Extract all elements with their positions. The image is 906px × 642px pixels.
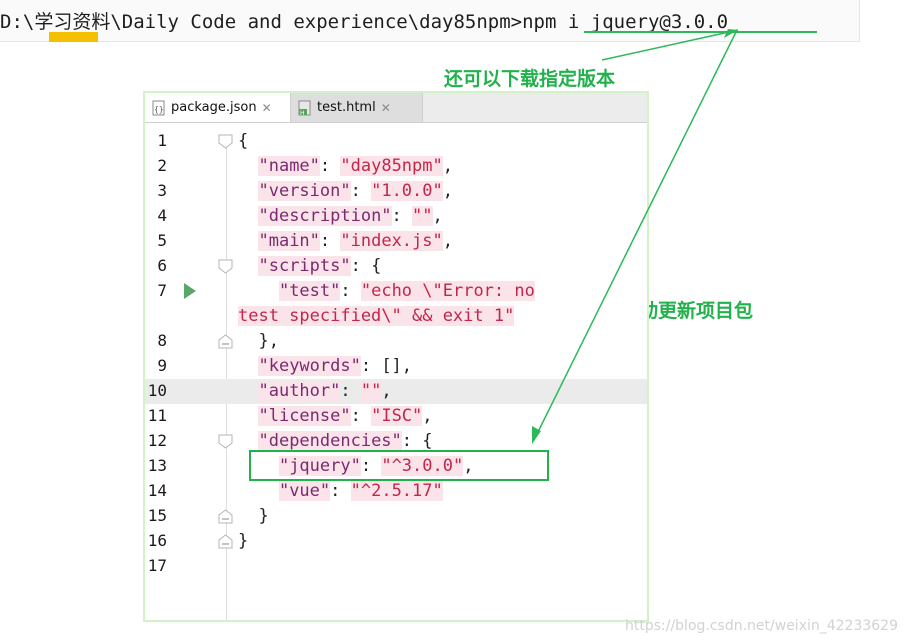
watermark: https://blog.csdn.net/weixin_42233629 <box>624 618 898 634</box>
code-text: "name": "day85npm", <box>258 156 453 176</box>
command-underline <box>584 31 817 33</box>
line-number: 1 <box>157 131 167 150</box>
line-number: 8 <box>157 331 167 350</box>
fold-open-icon[interactable] <box>218 134 233 149</box>
code-text: "main": "index.js", <box>258 231 453 251</box>
run-icon[interactable] <box>184 283 196 299</box>
code-line: 8 }, <box>145 329 647 354</box>
code-text: "dependencies": { <box>258 431 433 451</box>
line-number: 11 <box>147 406 167 425</box>
editor-window: {} package.json ✕ H test.html ✕ 1 { 2 "n… <box>143 91 649 622</box>
code-line: 17 <box>145 554 647 579</box>
json-file-icon: {} <box>151 100 167 116</box>
code-line: 12 "dependencies": { <box>145 429 647 454</box>
code-line: 16 } <box>145 529 647 554</box>
code-line: 4 "description": "", <box>145 204 647 229</box>
tab-test-html[interactable]: H test.html ✕ <box>291 93 423 122</box>
line-number: 7 <box>157 281 167 300</box>
code-line: 14 "vue": "^2.5.17" <box>145 479 647 504</box>
code-text: "jquery": "^3.0.0", <box>278 456 474 476</box>
code-text: "author": "", <box>258 381 392 401</box>
line-number: 15 <box>147 506 167 525</box>
code-text: }, <box>238 331 279 351</box>
code-text: "description": "", <box>258 206 443 226</box>
code-line: 6 "scripts": { <box>145 254 647 279</box>
code-text: { <box>238 131 249 151</box>
jquery-dependency-highlight <box>249 450 549 481</box>
close-icon[interactable]: ✕ <box>380 100 391 115</box>
svg-text:H: H <box>300 110 305 116</box>
code-line-wrapped: test specified\" && exit 1" <box>145 304 647 329</box>
fold-close-icon[interactable] <box>218 334 233 349</box>
line-number: 5 <box>157 231 167 250</box>
code-line: 7 "test": "echo \"Error: no <box>145 279 647 304</box>
code-text: "license": "ISC", <box>258 406 433 426</box>
line-number: 14 <box>147 481 167 500</box>
fold-open-icon[interactable] <box>218 434 233 449</box>
tab-label: test.html <box>317 100 376 115</box>
line-number: 12 <box>147 431 167 450</box>
code-line: 9 "keywords": [], <box>145 354 647 379</box>
code-line: 5 "main": "index.js", <box>145 229 647 254</box>
tab-package-json[interactable]: {} package.json ✕ <box>145 93 291 122</box>
tab-label: package.json <box>171 100 257 115</box>
code-line: 13 "jquery": "^3.0.0", <box>145 454 647 479</box>
line-number: 2 <box>157 156 167 175</box>
code-text: "keywords": [], <box>258 356 413 376</box>
html-file-icon: H <box>297 100 313 117</box>
line-number: 3 <box>157 181 167 200</box>
fold-open-icon[interactable] <box>218 259 233 274</box>
annotation-top: 还可以下载指定版本 <box>444 68 616 90</box>
terminal-strip: D:\学习资料\Daily Code and experience\day85n… <box>0 0 860 42</box>
line-number: 17 <box>147 556 167 575</box>
code-text: } <box>238 506 269 526</box>
highlight-mark <box>49 32 98 42</box>
line-number: 9 <box>157 356 167 375</box>
code-text: "scripts": { <box>258 256 382 276</box>
line-number: 10 <box>147 381 167 400</box>
fold-close-icon[interactable] <box>218 534 233 549</box>
code-line: 3 "version": "1.0.0", <box>145 179 647 204</box>
line-number: 13 <box>147 456 167 475</box>
terminal-command: D:\学习资料\Daily Code and experience\day85n… <box>0 11 729 33</box>
fold-close-icon[interactable] <box>218 509 233 524</box>
code-text: "vue": "^2.5.17" <box>278 481 443 501</box>
close-icon[interactable]: ✕ <box>261 100 272 115</box>
tab-bar: {} package.json ✕ H test.html ✕ <box>145 93 647 123</box>
code-line: 15 } <box>145 504 647 529</box>
code-line: 2 "name": "day85npm", <box>145 154 647 179</box>
code-line-current: 10 "author": "", <box>145 379 647 404</box>
code-text: } <box>238 531 249 551</box>
gutter-divider <box>226 137 227 620</box>
code-text: "version": "1.0.0", <box>258 181 453 201</box>
code-line: 1 { <box>145 129 647 154</box>
code-line: 11 "license": "ISC", <box>145 404 647 429</box>
svg-text:{}: {} <box>154 105 164 114</box>
line-number: 4 <box>157 206 167 225</box>
line-number: 6 <box>157 256 167 275</box>
code-text: "test": "echo \"Error: no <box>278 281 535 301</box>
code-text: test specified\" && exit 1" <box>238 306 515 326</box>
line-number: 16 <box>147 531 167 550</box>
